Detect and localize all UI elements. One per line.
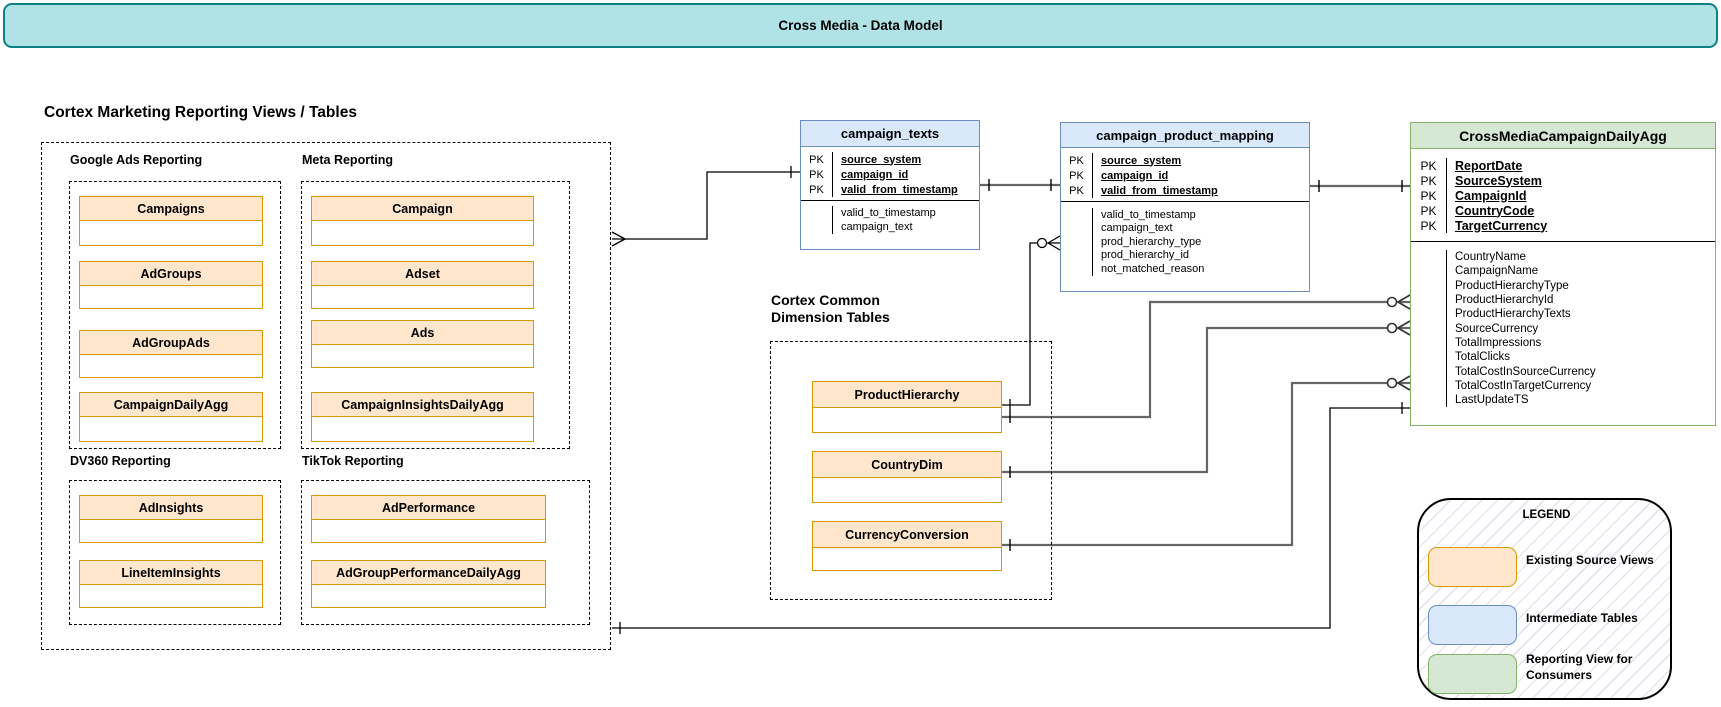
table-row: PK source_system: [1061, 153, 1309, 168]
legend-title: LEGEND: [1522, 509, 1571, 521]
table-row: valid_to_timestamp: [801, 206, 979, 220]
legend-label-reporting-view: Reporting View for Consumers: [1526, 652, 1633, 682]
table-row: prod_hierarchy_type: [1061, 235, 1309, 249]
tiktok-group-box: [301, 480, 590, 625]
table-row: PK campaign_id: [801, 167, 979, 182]
table-row: TotalCostInSourceCurrency: [1411, 364, 1715, 379]
entity-campaigndailyagg: CampaignDailyAgg: [79, 392, 263, 442]
dimension-section-box: [770, 341, 1052, 600]
marketing-section-heading: Cortex Marketing Reporting Views / Table…: [44, 104, 357, 121]
dv360-group-box: [69, 480, 281, 625]
legend-swatch-reporting-view: [1428, 654, 1517, 694]
table-row: PK CampaignId: [1411, 188, 1715, 203]
dimension-heading-line1: Cortex Common: [771, 292, 880, 308]
entity-producthierarchy-name: ProductHierarchy: [813, 382, 1001, 408]
legend-swatch-existing-source-views: [1428, 547, 1517, 587]
entity-adset: Adset: [311, 261, 534, 309]
entity-campaign: Campaign: [311, 196, 534, 246]
legend-label-intermediate-tables: Intermediate Tables: [1526, 611, 1638, 625]
table-row: PK campaign_id: [1061, 168, 1309, 183]
crossmedia-pk-section: PK ReportDate PK SourceSystem PK Campaig…: [1411, 149, 1715, 242]
marketing-section-box: [41, 142, 611, 650]
table-row: PK CountryCode: [1411, 203, 1715, 218]
entity-adinsights: AdInsights: [79, 495, 263, 543]
table-campaign-texts: campaign_texts PK source_system PK campa…: [800, 120, 980, 250]
entity-campaigndailyagg-name: CampaignDailyAgg: [80, 393, 262, 417]
entity-adset-name: Adset: [312, 262, 533, 286]
entity-adperformance-name: AdPerformance: [312, 496, 545, 520]
table-crossmediacampaigndailyagg: CrossMediaCampaignDailyAgg PK ReportDate…: [1410, 122, 1716, 426]
table-row: PK SourceSystem: [1411, 173, 1715, 188]
table-row: ProductHierarchyId: [1411, 292, 1715, 308]
entity-campaign-name: Campaign: [312, 197, 533, 221]
dimension-heading-line2: Dimension Tables: [771, 309, 890, 325]
table-row: ProductHierarchyTexts: [1411, 307, 1715, 322]
entity-adperformance: AdPerformance: [311, 495, 546, 543]
table-row: campaign_text: [1061, 221, 1309, 235]
table-row: SourceCurrency: [1411, 321, 1715, 336]
legend-label-existing-source-views: Existing Source Views: [1526, 553, 1654, 567]
table-row: TotalImpressions: [1411, 335, 1715, 351]
campaign-product-mapping-field-section: valid_to_timestamp campaign_text prod_hi…: [1061, 202, 1309, 288]
group-label-dv360: DV360 Reporting: [70, 454, 171, 468]
entity-adgroups-name: AdGroups: [80, 262, 262, 286]
table-row: PK valid_from_timestamp: [801, 182, 979, 197]
table-campaign-texts-name: campaign_texts: [801, 121, 979, 147]
table-row: TotalClicks: [1411, 350, 1715, 365]
entity-adgroupads: AdGroupAds: [79, 330, 263, 378]
table-row: not_matched_reason: [1061, 262, 1309, 276]
entity-currencyconversion-name: CurrencyConversion: [813, 522, 1001, 548]
legend-box: LEGEND Existing Source Views Intermediat…: [1417, 498, 1672, 700]
table-row: PK ReportDate: [1411, 158, 1715, 173]
entity-campaigninsightsdailyagg-name: CampaignInsightsDailyAgg: [312, 393, 533, 417]
table-row: PK source_system: [801, 152, 979, 167]
table-crossmediacampaigndailyagg-name: CrossMediaCampaignDailyAgg: [1411, 123, 1715, 149]
legend-swatch-intermediate-tables: [1428, 605, 1517, 645]
table-row: CampaignName: [1411, 264, 1715, 279]
campaign-product-mapping-pk-section: PK source_system PK campaign_id PK valid…: [1061, 148, 1309, 202]
entity-ads: Ads: [311, 320, 534, 368]
table-row: LastUpdateTS: [1411, 392, 1715, 408]
table-row: PK valid_from_timestamp: [1061, 183, 1309, 198]
entity-producthierarchy: ProductHierarchy: [812, 381, 1002, 433]
entity-lineiteminsights-name: LineItemInsights: [80, 561, 262, 585]
entity-adgroupperformancedailyagg-name: AdGroupPerformanceDailyAgg: [312, 561, 545, 585]
entity-adinsights-name: AdInsights: [80, 496, 262, 520]
table-row: TotalCostInTargetCurrency: [1411, 378, 1715, 393]
dimension-section-heading: Cortex Common Dimension Tables: [771, 292, 890, 326]
table-campaign-product-mapping: campaign_product_mapping PK source_syste…: [1060, 122, 1310, 292]
table-row: valid_to_timestamp: [1061, 208, 1309, 222]
meta-group-box: [301, 181, 570, 449]
entity-campaigninsightsdailyagg: CampaignInsightsDailyAgg: [311, 392, 534, 442]
entity-currencyconversion: CurrencyConversion: [812, 521, 1002, 571]
table-campaign-product-mapping-name: campaign_product_mapping: [1061, 123, 1309, 148]
group-label-meta: Meta Reporting: [302, 153, 393, 167]
diagram-title: Cross Media - Data Model: [778, 18, 943, 33]
entity-adgroupperformancedailyagg: AdGroupPerformanceDailyAgg: [311, 560, 546, 608]
diagram-title-bar: Cross Media - Data Model: [3, 3, 1718, 48]
entity-campaigns: Campaigns: [79, 196, 263, 246]
table-row: CountryName: [1411, 250, 1715, 265]
group-label-google-ads: Google Ads Reporting: [70, 153, 203, 167]
entity-lineiteminsights: LineItemInsights: [79, 560, 263, 608]
entity-ads-name: Ads: [312, 321, 533, 345]
table-row: campaign_text: [801, 220, 979, 234]
entity-adgroups: AdGroups: [79, 261, 263, 309]
crossmedia-field-section: CountryName CampaignName ProductHierarch…: [1411, 242, 1715, 424]
entity-adgroupads-name: AdGroupAds: [80, 331, 262, 355]
entity-countrydim: CountryDim: [812, 451, 1002, 503]
campaign-texts-pk-section: PK source_system PK campaign_id PK valid…: [801, 147, 979, 201]
table-row: PK TargetCurrency: [1411, 218, 1715, 233]
table-row: prod_hierarchy_id: [1061, 248, 1309, 262]
campaign-texts-field-section: valid_to_timestamp campaign_text: [801, 201, 979, 247]
table-row: ProductHierarchyType: [1411, 278, 1715, 293]
group-label-tiktok: TikTok Reporting: [302, 454, 404, 468]
entity-countrydim-name: CountryDim: [813, 452, 1001, 478]
google-ads-group-box: [69, 181, 281, 449]
entity-campaigns-name: Campaigns: [80, 197, 262, 221]
